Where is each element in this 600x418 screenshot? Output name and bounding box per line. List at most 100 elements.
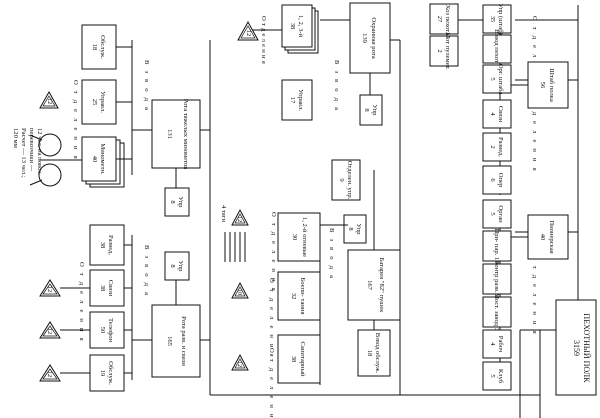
unit-vzv-peh — [482, 34, 512, 64]
unit-pionery-value: 40 — [539, 234, 546, 241]
unit-razved-r-name: Развед. — [107, 235, 114, 255]
label-otdeleniya-right-3: О т д е л е н и я — [531, 255, 538, 336]
root-box — [555, 299, 597, 396]
note-line-2: Расчет — 13 чел.; — [20, 128, 27, 178]
unit-org-shtab-value: 5 — [489, 77, 496, 81]
label-otdeleniya-right: О т д е л е н и я — [531, 16, 538, 97]
note-line-1: 120 мм — [12, 128, 19, 149]
unit-upr-r-value: 8 — [169, 264, 176, 268]
unit-upr-shtab-name: Упр (штаб) — [497, 3, 504, 34]
unit-shtab-value: 56 — [539, 82, 546, 89]
triangle-marker-inner — [42, 283, 58, 295]
unit-upr-r-name: Упр — [177, 261, 184, 273]
unit-rota-tyazh-name: Рота тяжелых минометов — [182, 99, 189, 170]
triangle-marker-inner — [42, 368, 58, 380]
unit-org-p — [482, 199, 512, 229]
root-name: ПЕХОТНЫЙ ПОЛК — [582, 313, 591, 383]
unit-most-p-name: Мост. завод 3 — [493, 293, 500, 331]
unit-vzv-obsl — [357, 329, 391, 377]
unit-telefon-r-name: Телефон — [107, 318, 114, 343]
unit-otdel-bat-name: Отделен. упр. — [346, 161, 353, 200]
unit-ohr-rota-value: 139 — [361, 33, 368, 44]
unit-mot-name: Мот пулемет. — [444, 32, 451, 70]
unit-obsluzh-m-value: 18 — [91, 44, 98, 51]
unit-vzv-peh-name: Взвод пехот. 3 — [493, 29, 500, 69]
unit-vzv-123-value: 38 — [289, 23, 296, 30]
unit-batareya-value: 167 — [366, 280, 373, 291]
unit-telefon-r — [89, 311, 125, 349]
unit-oper-s-name: Опер — [497, 173, 504, 188]
unit-minometn — [81, 136, 117, 182]
unit-pri-p-name: При- пар. 10 — [493, 228, 500, 264]
unit-pionery-name: Пионерская — [548, 220, 555, 253]
unit-rab-p-name: Рабоч — [497, 336, 504, 353]
unit-upr-m — [164, 187, 190, 217]
triangle-marker-inner — [240, 25, 256, 39]
triangle-label: 12 — [46, 371, 53, 378]
unit-upr-ohr-b-name: Упр — [371, 105, 378, 117]
triangle-label: 10 — [236, 289, 243, 296]
unit-org-p-name: Орган — [497, 205, 504, 223]
unit-org-shtab — [482, 64, 512, 94]
unit-batareya — [347, 249, 401, 321]
vehicles-label: 4 тяги — [220, 205, 227, 222]
unit-upravl-m-name: Управл. — [99, 91, 106, 113]
unit-telefon-r-value: 50 — [99, 327, 106, 334]
unit-razved-s-value: 2 — [489, 145, 496, 148]
unit-upr-bat-value: 8 — [347, 227, 354, 231]
unit-svyazi-r-name: Связи — [107, 280, 114, 297]
unit-upr-bat-name: Упр — [355, 224, 362, 236]
unit-otdel-bat — [331, 159, 361, 201]
unit-oper-s — [482, 165, 512, 195]
unit-vzv-obsl-value: 18 — [366, 350, 373, 357]
unit-oper-s-value: 6 — [489, 178, 496, 182]
label-otdeleniya-bat-3: О т д е л е н и я — [268, 348, 275, 418]
unit-ognev-value: 30 — [291, 234, 298, 241]
mortar-icon — [38, 133, 62, 157]
mortar-icon — [38, 163, 62, 187]
unit-obsl-r-name: Обслуж. — [107, 361, 114, 385]
unit-upr-shtab — [482, 4, 512, 34]
unit-razved-r — [89, 224, 125, 266]
triangle-marker — [39, 321, 61, 339]
unit-vzv-123-name: 1, 2, 3-й — [297, 15, 304, 38]
unit-rab-p — [482, 329, 512, 359]
label-otdeleniya-right-2: О т д е л е н и я — [531, 92, 538, 173]
triangle-marker — [39, 364, 61, 382]
unit-rota-razv-value: 165 — [166, 336, 173, 347]
triangle-marker-inner — [234, 358, 246, 369]
unit-klub-p — [482, 361, 512, 391]
unit-svyazi-r — [89, 269, 125, 307]
unit-kontr-p-name: Контр разв. 3 — [493, 260, 500, 298]
unit-upr-m-name: Упр — [177, 197, 184, 209]
unit-ohr-rota — [349, 2, 391, 74]
unit-razved-s — [482, 132, 512, 162]
unit-hoz-name: Хоз пехот. — [444, 5, 451, 34]
label-otdeleniya-bat-1: О т д е л е н и я — [270, 212, 277, 293]
unit-obsluzh-m-name: Обслуж. — [99, 35, 106, 59]
unit-upr-r — [164, 251, 190, 281]
triangle-marker — [237, 20, 259, 41]
unit-svyazi-s — [482, 99, 512, 129]
unit-obsl-r — [89, 354, 125, 392]
unit-minometn-name: Минометн. — [99, 143, 106, 175]
unit-upr-m-value: 8 — [169, 200, 176, 204]
unit-rota-tyazh — [151, 99, 201, 169]
unit-hoz-value: 27 — [436, 16, 443, 23]
triangle-marker — [39, 279, 61, 297]
unit-boepit — [277, 271, 321, 321]
unit-upr-ohr-a — [281, 79, 313, 121]
unit-kontr-p — [482, 263, 512, 295]
unit-batareya-name: Батарея "82" пушек — [378, 258, 385, 314]
unit-shtab — [527, 61, 569, 109]
unit-shtab-name: Штаб полка — [548, 68, 555, 102]
unit-klub-p-value: 5 — [489, 374, 496, 378]
unit-sanitar-name: Санитарный — [299, 341, 306, 377]
unit-mot — [429, 35, 459, 67]
unit-svyazi-r-value: 38 — [99, 285, 106, 292]
unit-rab-p-value: 4 — [489, 342, 496, 346]
unit-mot-value: 2 — [436, 49, 443, 52]
label-otdeleniya-min: О т д е л е н и я — [72, 80, 79, 161]
unit-svyazi-s-name: Связи — [497, 106, 504, 123]
